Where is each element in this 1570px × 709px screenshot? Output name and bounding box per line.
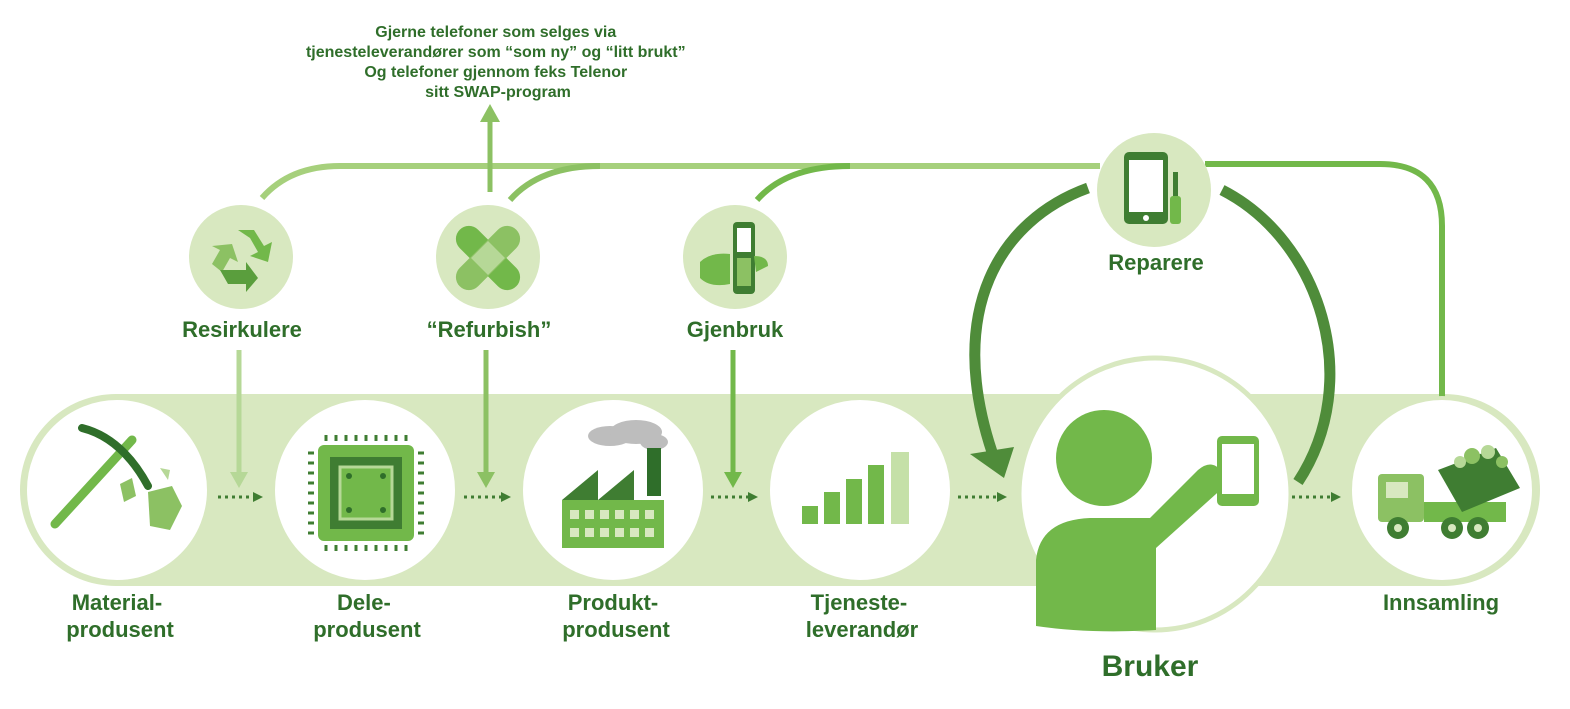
note-arrowhead (480, 104, 500, 122)
refurbish-down-arrowhead (477, 472, 495, 488)
phone-icon (1217, 436, 1259, 506)
repair-label: Reparere (1108, 250, 1203, 275)
recycle-node (189, 205, 293, 309)
product-label-line-2: produsent (562, 617, 670, 642)
product-producer-node (519, 396, 707, 584)
service-label-line-1: Tjeneste- (811, 590, 908, 615)
service-provider-label: Tjeneste- leverandør (806, 590, 919, 642)
signal-bars-icon (802, 452, 909, 524)
material-producer-label: Material- produsent (66, 590, 174, 642)
note-line-2: tjenesteleverandører som “som ny” og “li… (306, 44, 686, 61)
refurbish-loop-line (507, 163, 601, 203)
repair-node (1097, 133, 1211, 247)
note-line-1: Gjerne telefoner som selges via (375, 24, 616, 41)
user-label: Bruker (1102, 650, 1199, 683)
bandage-icon (455, 225, 521, 291)
note-line-3: Og telefoner gjennom feks Telenor (364, 64, 627, 81)
component-label-line-2: produsent (313, 617, 421, 642)
product-label-line-1: Produkt- (568, 590, 658, 615)
chip-icon (308, 435, 424, 551)
factory-icon (562, 420, 668, 548)
recycle-loop-line (259, 163, 1100, 201)
refurbish-label: “Refurbish” (427, 317, 552, 342)
repair-arc-left (969, 182, 1090, 454)
recycle-icon (212, 230, 272, 292)
service-label-line-2: leverandør (806, 617, 919, 642)
collection-loop-line (1205, 161, 1445, 400)
reuse-label: Gjenbruk (687, 317, 784, 342)
component-producer-node (271, 396, 459, 584)
material-producer-node (23, 396, 211, 584)
hand-phone-icon (700, 222, 768, 294)
repair-arc-right (1219, 185, 1336, 486)
material-label-line-1: Material- (72, 590, 162, 615)
collection-label: Innsamling (1383, 590, 1499, 615)
product-producer-label: Produkt- produsent (562, 590, 670, 642)
component-label-line-1: Dele- (337, 590, 391, 615)
person-icon (1036, 410, 1224, 632)
service-provider-node (766, 396, 954, 584)
dump-truck-icon (1378, 445, 1520, 539)
refurbish-node (436, 205, 540, 309)
reuse-node (683, 205, 787, 309)
recycle-down-arrowhead (230, 472, 248, 488)
reuse-down-arrowhead (724, 472, 742, 488)
collection-node (1348, 396, 1536, 584)
recycle-label: Resirkulere (182, 317, 302, 342)
svg-text:Gjerne telefoner som selges vi: Gjerne telefoner som selges via tjeneste… (306, 24, 690, 101)
note-line-4: sitt SWAP-program (425, 84, 571, 101)
repair-arrowhead (970, 447, 1014, 478)
component-producer-label: Dele- produsent (313, 590, 421, 642)
phone-screwdriver-icon (1124, 152, 1181, 224)
user-node (1016, 355, 1294, 633)
reuse-loop-line (754, 163, 851, 203)
pickaxe-icon (50, 424, 182, 530)
material-label-line-2: produsent (66, 617, 174, 642)
